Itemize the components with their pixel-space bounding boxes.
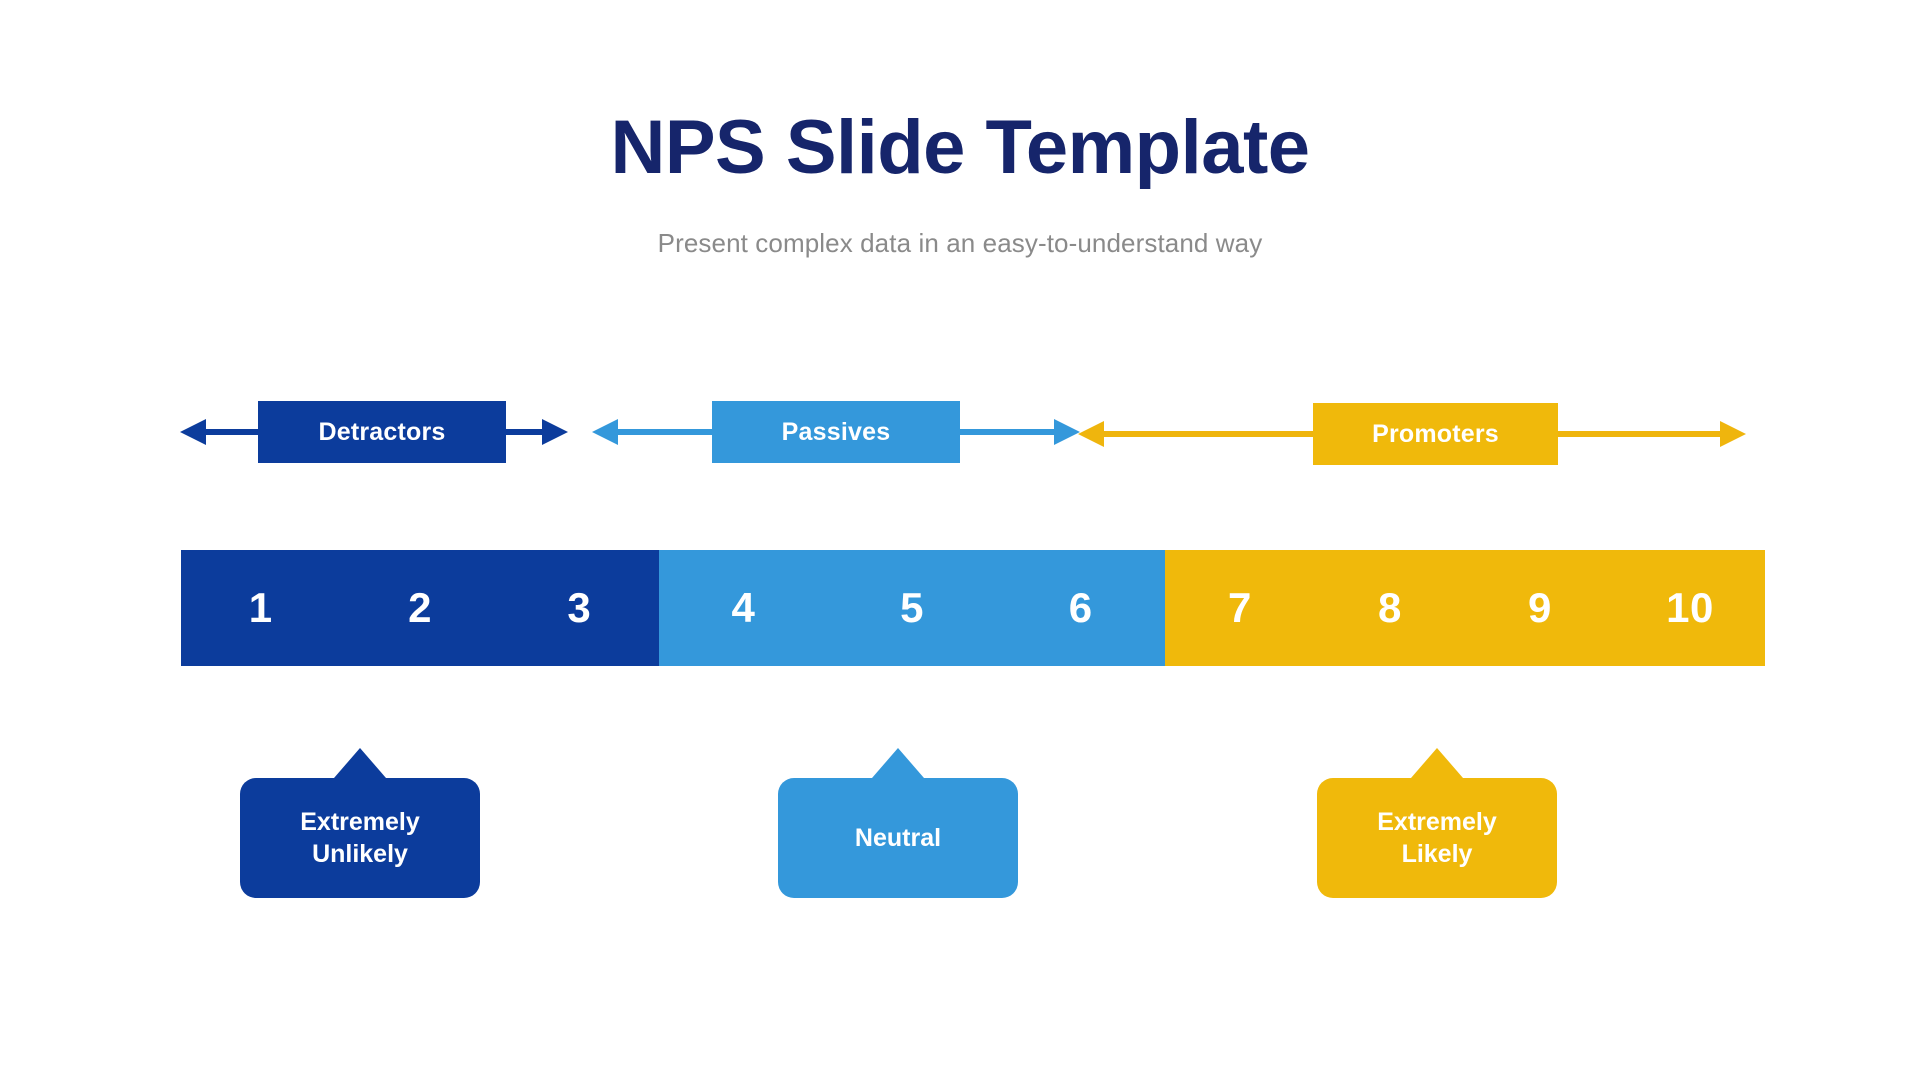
callout-extremely-unlikely[interactable]: Extremely Unlikely bbox=[240, 748, 480, 898]
score-cell-1[interactable]: 1 bbox=[248, 584, 273, 631]
promoters-arrow-left bbox=[1078, 421, 1313, 447]
score-cell-10[interactable]: 10 bbox=[1666, 584, 1714, 631]
score-cell-7[interactable]: 7 bbox=[1228, 584, 1252, 631]
segment-label-text: Detractors bbox=[318, 417, 446, 446]
callout-extremely-likely[interactable]: Extremely Likely bbox=[1317, 748, 1557, 898]
segment-arrows bbox=[180, 419, 1746, 447]
detractors-arrow-right bbox=[506, 419, 568, 445]
score-cell-5[interactable]: 5 bbox=[900, 584, 924, 631]
score-cell-9[interactable]: 9 bbox=[1528, 584, 1552, 631]
segment-label-passives[interactable]: Passives bbox=[712, 401, 960, 463]
scale-segment-detractors: 1 2 3 bbox=[181, 550, 660, 666]
scale-segment-passives: 4 5 6 bbox=[659, 550, 1165, 666]
segment-label-text: Promoters bbox=[1372, 419, 1499, 448]
score-cell-8[interactable]: 8 bbox=[1378, 584, 1402, 631]
callout-pointer-icon bbox=[334, 748, 386, 778]
page-title: NPS Slide Template bbox=[610, 105, 1310, 190]
score-cell-6[interactable]: 6 bbox=[1068, 584, 1093, 631]
score-cell-3[interactable]: 3 bbox=[567, 584, 592, 631]
passives-arrow-right bbox=[960, 419, 1080, 445]
segment-label-row: Detractors Passives Promoters bbox=[0, 385, 1920, 485]
segment-label-promoters[interactable]: Promoters bbox=[1313, 403, 1558, 465]
callout-pointer-icon bbox=[1411, 748, 1463, 778]
callout-label: Extremely Likely bbox=[1377, 808, 1497, 868]
nps-score-scale: 1 2 3 4 5 6 7 8 9 10 bbox=[181, 550, 1765, 666]
score-cell-2[interactable]: 2 bbox=[408, 584, 432, 631]
detractors-arrow-left bbox=[180, 419, 258, 445]
promoters-arrow-right bbox=[1558, 421, 1746, 447]
scale-segment-promoters: 7 8 9 10 bbox=[1164, 550, 1765, 666]
callout-label: Neutral bbox=[854, 824, 942, 852]
score-cell-4[interactable]: 4 bbox=[731, 584, 756, 631]
callout-neutral[interactable]: Neutral bbox=[778, 748, 1018, 898]
page-subtitle: Present complex data in an easy-to-under… bbox=[657, 228, 1263, 258]
callout-label: Extremely Unlikely bbox=[300, 808, 420, 868]
segment-label-text: Passives bbox=[781, 417, 891, 446]
callout-pointer-icon bbox=[872, 748, 924, 778]
segment-label-detractors[interactable]: Detractors bbox=[258, 401, 506, 463]
passives-arrow-left bbox=[592, 419, 712, 445]
